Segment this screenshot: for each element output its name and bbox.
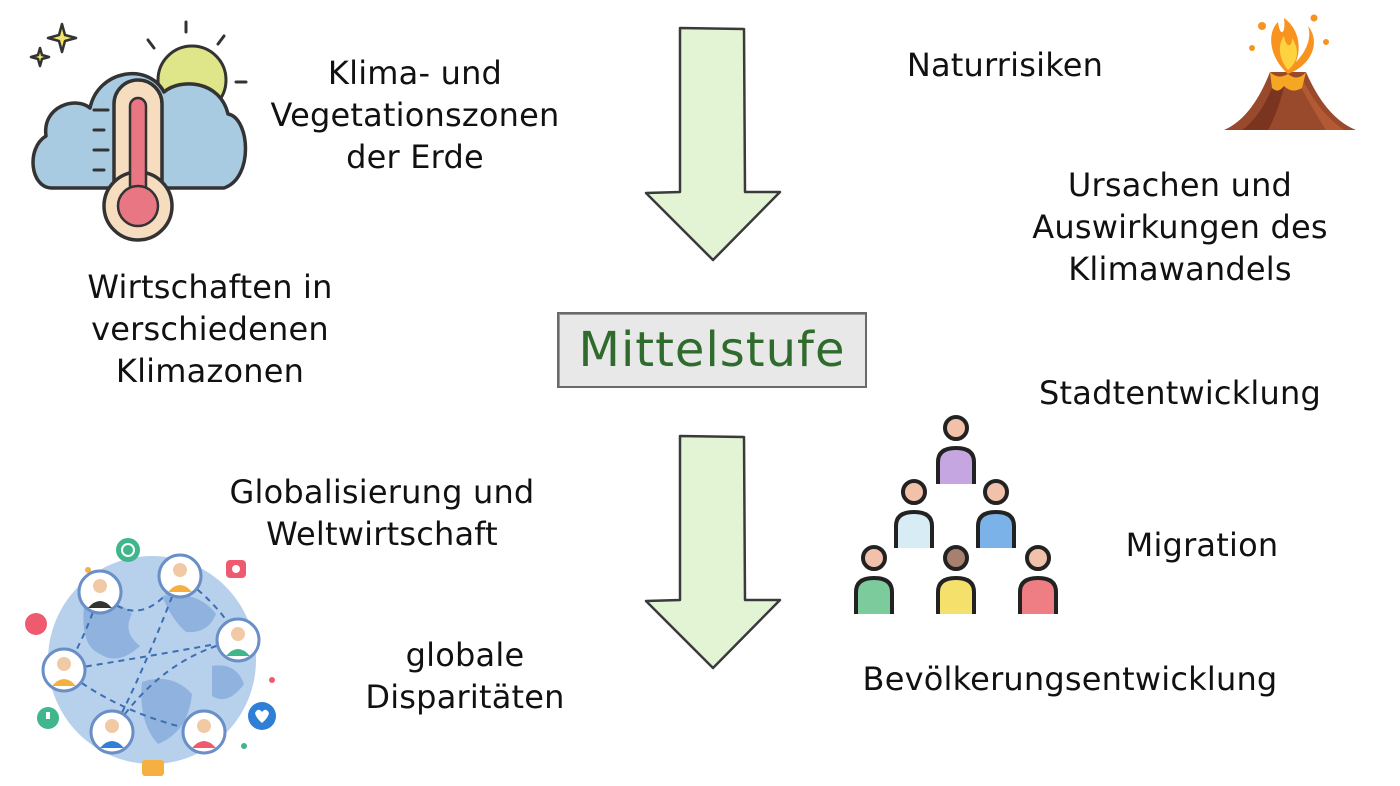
topic-stadtentwicklung: Stadtentwicklung bbox=[1039, 374, 1321, 412]
arrow-down-top bbox=[644, 26, 782, 262]
title-box bbox=[557, 312, 867, 388]
topic-globalisierung: Globalisierung und Weltwirtschaft bbox=[229, 473, 535, 553]
topic-klimawandel: Ursachen und Auswirkungen des Klimawande… bbox=[1032, 166, 1328, 288]
center-title: Mittelstufe bbox=[578, 322, 846, 378]
arrow-down-bottom bbox=[644, 434, 782, 670]
topic-disparitaeten: globale Disparitäten bbox=[365, 636, 565, 716]
topic-wirtschaften: Wirtschaften in verschiedenen Klimazonen bbox=[87, 268, 333, 390]
weather-thermometer-icon bbox=[29, 20, 248, 242]
topic-naturrisiken: Naturrisiken bbox=[906, 46, 1104, 84]
topic-migration: Migration bbox=[1125, 526, 1279, 564]
topic-bevoelkerung: Bevölkerungsentwicklung bbox=[862, 660, 1278, 698]
global-network-icon bbox=[25, 538, 276, 776]
volcano-icon bbox=[1224, 14, 1356, 130]
population-pyramid-icon bbox=[854, 415, 1058, 614]
topic-klima-vegetation: Klima- und Vegetationszonen der Erde bbox=[270, 54, 560, 176]
